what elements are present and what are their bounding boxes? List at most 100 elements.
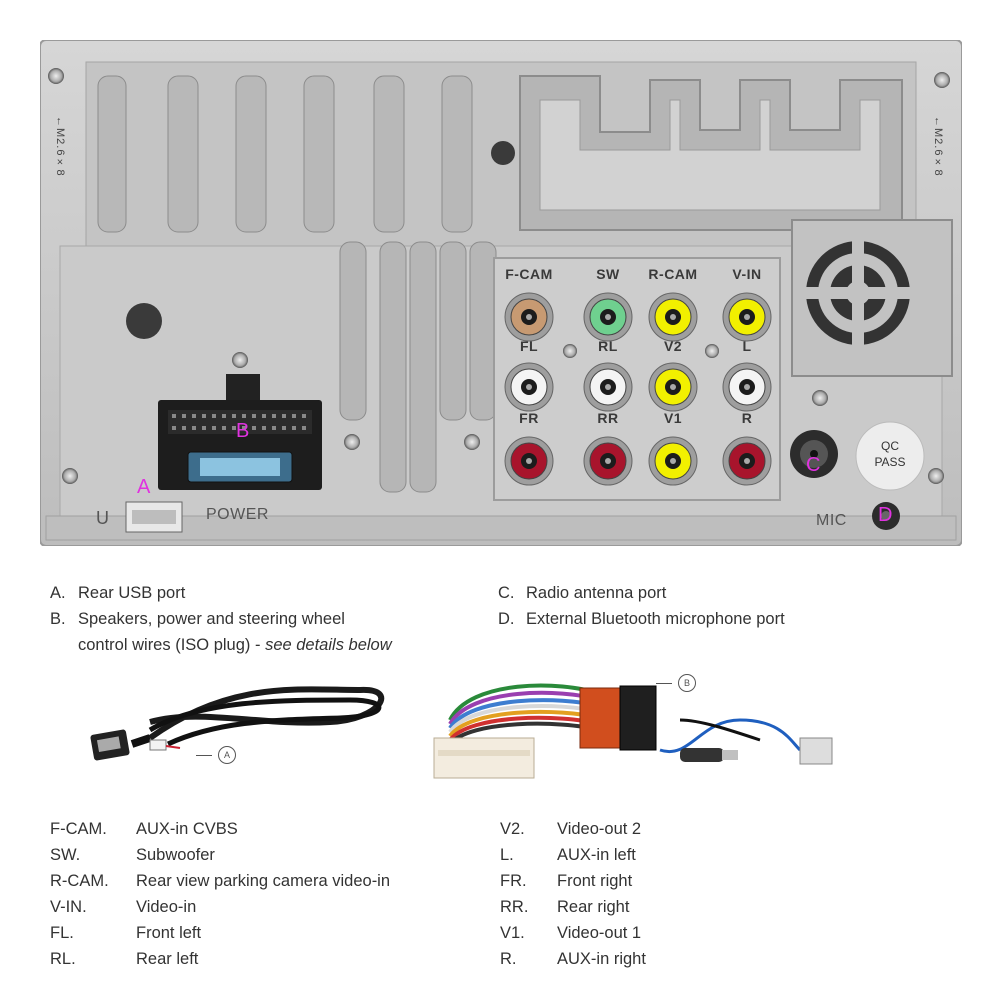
abbr-code: RR. [500,898,529,916]
abbr-meaning: Front right [557,872,633,890]
bottom-lip [45,515,957,541]
jack-label: L [742,338,752,354]
rca-jack-f-cam [504,292,554,342]
vent-slots-top [97,75,473,233]
rca-jack-rl [583,362,633,412]
abbr-row: V1.Video-out 1 [500,920,646,946]
abbr-code: FR. [500,872,527,890]
abbreviations-right: V2.Video-out 2 L.AUX-in left FR.Front ri… [500,816,646,972]
jack-label: FR [519,410,539,426]
abbr-row: R-CAM. Rear view parking camera video-in [50,868,390,894]
abbr-code: R. [500,950,517,968]
accessories: A B [0,660,1000,820]
abbr-row: RL. Rear left [50,946,390,972]
chassis-drawing [40,40,962,546]
abbr-meaning: Video-out 2 [557,820,642,838]
rca-jack-rr [583,436,633,486]
qc-line2: PASS [874,455,906,469]
abbr-row: FL. Front left [50,920,390,946]
jack-label: V2 [663,338,683,354]
abbr-meaning: AUX-in right [557,950,646,968]
jack-label: SW [596,266,620,282]
abbr-meaning: AUX-in CVBS [136,820,238,838]
legend-letter: C. [498,584,515,602]
legend-text: control wires (ISO plug) - [78,636,266,654]
mounting-hole-left [126,303,162,339]
screws [48,68,950,484]
abbr-code: V2. [500,820,525,838]
iso-connector [158,374,322,490]
maze-vent-inner [539,99,881,211]
left-screw-spec: ←M2.6×8 [54,116,66,177]
jack-label: F-CAM [505,266,553,282]
mic-port [872,502,900,530]
marker-a: A [137,476,151,498]
legend-letter: B. [50,610,66,628]
legend-see-details: see details below [265,636,392,654]
abbr-code: L. [500,846,514,864]
jack-label: R [741,410,753,426]
marker-c: C [806,454,821,476]
device-rear-panel: ←M2.6×8 ←M2.6×8 U POWER MIC QC PASS A B … [40,40,962,546]
legend-text: Rear USB port [78,584,186,602]
callout-b-label: B [678,674,696,692]
qc-text: QC PASS [860,438,920,470]
abbr-code: V-IN. [50,898,87,916]
qc-sticker [855,421,925,491]
usb-port [125,501,183,533]
rca-jack-v1 [648,436,698,486]
rca-jack-sw [583,292,633,342]
abbreviations-left: F-CAM.AUX-in CVBS SW.Subwoofer R-CAM.Rea… [50,816,390,972]
legend-left: A. Rear USB port B. Speakers, power and … [50,580,470,658]
callout-b: B [656,674,696,692]
abbr-row: SW.Subwoofer [50,842,390,868]
accessories-drawing [90,683,833,779]
abbr-meaning: Rear right [557,898,630,916]
abbr-code: FL. [50,924,74,942]
mounting-hole-top [491,141,515,165]
legend-item-d: D. External Bluetooth microphone port [498,606,918,632]
iso-wiring-harness [433,683,833,779]
abbr-meaning: Video-out 1 [557,924,642,942]
qc-line1: QC [881,439,899,453]
abbr-code: RL. [50,950,76,968]
abbr-meaning: Subwoofer [136,846,215,864]
jack-label: RR [597,410,619,426]
legend-letter: A. [50,584,66,602]
antenna-port [790,430,838,478]
rca-jack-v2 [648,362,698,412]
marker-d: D [878,504,893,526]
legend-text: Speakers, power and steering wheel [78,610,345,628]
abbr-meaning: Rear view parking camera video-in [136,872,391,890]
abbr-row: RR. Rear right [500,894,646,920]
power-label: POWER [206,506,269,523]
rca-jack-v-in [722,292,772,342]
rca-jack-r-cam [648,292,698,342]
legend-item-b-continued: control wires (ISO plug) - see details b… [50,632,470,658]
abbr-row: FR. Front right [500,868,646,894]
abbr-meaning: Rear left [136,950,199,968]
callout-a: A [196,746,236,764]
legend-text: External Bluetooth microphone port [526,610,785,628]
jack-label: R-CAM [648,266,698,282]
rca-jacks [504,292,772,486]
jack-label: V-IN [732,266,762,282]
abbr-meaning: Front left [136,924,202,942]
usb-extension-cable [90,686,385,761]
jack-label: FL [519,338,539,354]
mic-label: MIC [816,512,847,529]
abbr-code: R-CAM. [50,872,109,890]
marker-b: B [236,420,250,442]
vent-slots-center [339,241,497,493]
abbr-row: V-IN.Video-in [50,894,390,920]
legend-text: Radio antenna port [526,584,667,602]
legend-item-c: C. Radio antenna port [498,580,918,606]
callout-a-label: A [218,746,236,764]
legend-item-a: A. Rear USB port [50,580,470,606]
abbr-row: R. AUX-in right [500,946,646,972]
jack-label: RL [598,338,618,354]
legend-item-b: B. Speakers, power and steering wheel [50,606,470,632]
fan-icon [803,238,913,348]
right-screw-spec: ←M2.6×8 [932,116,944,177]
legend-letter: D. [498,610,515,628]
